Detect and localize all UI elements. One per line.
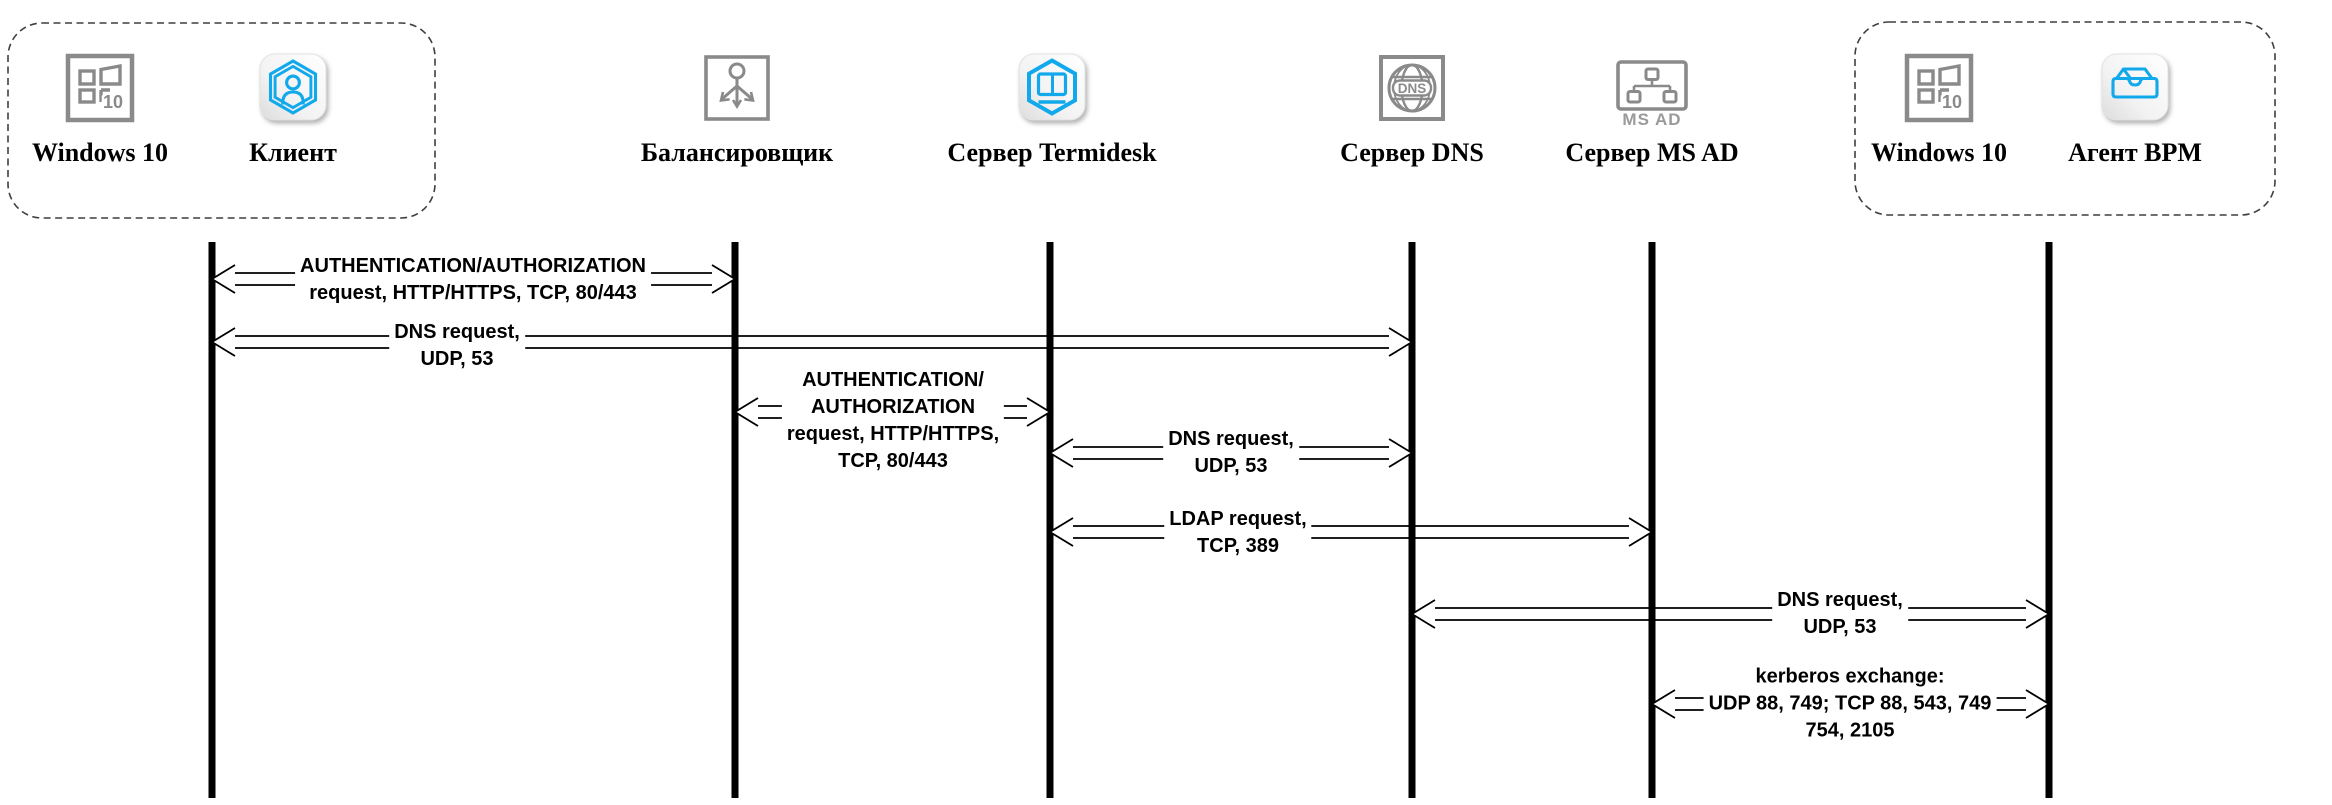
client-icon [259, 53, 327, 121]
message-label-line: kerberos exchange: [1755, 665, 1945, 688]
arrowhead-right [2025, 689, 2051, 719]
message-label-line: request, HTTP/HTTPS, TCP, 80/443 [309, 282, 637, 304]
windows10-icon-text: 10 [1942, 92, 1962, 112]
actor-label-windows10-right: Windows 10 [1870, 138, 2008, 167]
arrowhead-left [733, 397, 759, 427]
arrowhead-right [1026, 397, 1052, 427]
termidesk-icon [1018, 53, 1086, 121]
arrowhead-left [1650, 689, 1676, 719]
actor-icon-msad-server: MS AD [1607, 43, 1697, 133]
windows10-icon-text: 10 [103, 92, 123, 112]
actor-icon-windows10-right: 10 [1894, 43, 1984, 133]
actor-label-termidesk: Сервер Termidesk [947, 138, 1157, 167]
message-label-line: DNS request, [1777, 589, 1903, 611]
actor-icon-termidesk [1007, 43, 1097, 133]
dns-globe-icon: DNS [1379, 55, 1445, 121]
message-label-line: DNS request, [1168, 428, 1294, 450]
message-label-line: request, HTTP/HTTPS, [786, 423, 1000, 445]
actor-label-balancer: Балансировщик [640, 138, 834, 167]
actor-label-windows10-left: Windows 10 [31, 138, 169, 167]
actor-label-msad-server: Сервер MS AD [1565, 138, 1739, 167]
load-balancer-icon [704, 55, 770, 121]
actor-label-bpm-agent: Агент BPM [2068, 138, 2202, 167]
dns-icon-text: DNS [1398, 81, 1427, 96]
actor-icon-dns-server: DNS [1367, 43, 1457, 133]
arrowhead-left [1048, 438, 1074, 468]
arrowhead-right [1388, 438, 1414, 468]
left-workstation-group-box [7, 22, 436, 219]
message-label-line: UDP 88, 749; TCP 88, 543, 749 [1708, 692, 1992, 715]
actor-label-dns-server: Сервер DNS [1340, 138, 1484, 167]
lifeline-balancer [731, 242, 739, 798]
message-label-3: DNS request, UDP, 53 [1163, 426, 1299, 480]
message-arrow-5 [1410, 599, 2051, 629]
actor-icon-balancer [692, 43, 782, 133]
lifeline-termidesk [1046, 242, 1054, 798]
actor-label-client: Клиент [249, 138, 337, 167]
message-label-1: DNS request, UDP, 53 [389, 319, 525, 373]
message-label-line: DNS request, [394, 321, 520, 343]
vr-glasses-icon [2101, 53, 2169, 121]
arrowhead-left [210, 264, 236, 294]
arrowhead-left [1048, 517, 1074, 547]
actor-icon-client [248, 43, 338, 133]
message-label-2: AUTHENTICATION/AUTHORIZATION request, HTT… [781, 367, 1005, 475]
arrowhead-left [210, 327, 236, 357]
arrowhead-left [1410, 599, 1436, 629]
windows10-icon: 10 [65, 53, 135, 123]
arrowhead-right [1628, 517, 1654, 547]
message-label-line: 754, 2105 [1805, 719, 1895, 742]
message-label-line: UDP, 53 [420, 348, 494, 370]
message-label-line: LDAP request, [1169, 508, 1307, 530]
actor-icon-bpm-agent [2090, 43, 2180, 133]
right-workstation-group-box [1854, 21, 2276, 216]
arrowhead-right [711, 264, 737, 294]
lifeline-client-workstation [208, 242, 216, 798]
message-label-line: AUTHENTICATION/ [802, 369, 984, 391]
message-label-line: UDP, 53 [1194, 455, 1268, 477]
ms-ad-icon-text: MS AD [1622, 110, 1681, 129]
message-label-5: DNS request, UDP, 53 [1772, 587, 1908, 641]
message-label-6: kerberos exchange: UDP 88, 749; TCP 88, 5… [1703, 663, 1997, 745]
message-label-line: TCP, 80/443 [838, 450, 948, 472]
lifeline-dns-server [1408, 242, 1416, 798]
arrowhead-right [1388, 327, 1414, 357]
message-label-4: LDAP request, TCP, 389 [1164, 506, 1312, 560]
lifeline-agent-workstation [2045, 242, 2053, 798]
message-label-line: TCP, 389 [1197, 535, 1279, 557]
windows10-icon: 10 [1904, 53, 1974, 123]
ms-ad-icon: MS AD [1616, 60, 1688, 129]
actor-icon-windows10-left: 10 [55, 43, 145, 133]
message-label-line: UDP, 53 [1803, 616, 1877, 638]
message-arrow-4 [1048, 517, 1654, 547]
message-label-line: AUTHENTICATION/AUTHORIZATION [300, 255, 646, 277]
arrowhead-right [2025, 599, 2051, 629]
message-label-line: AUTHORIZATION [810, 396, 976, 418]
message-label-0: AUTHENTICATION/AUTHORIZATION request, HTT… [295, 253, 651, 307]
lifeline-msad-server [1648, 242, 1656, 798]
